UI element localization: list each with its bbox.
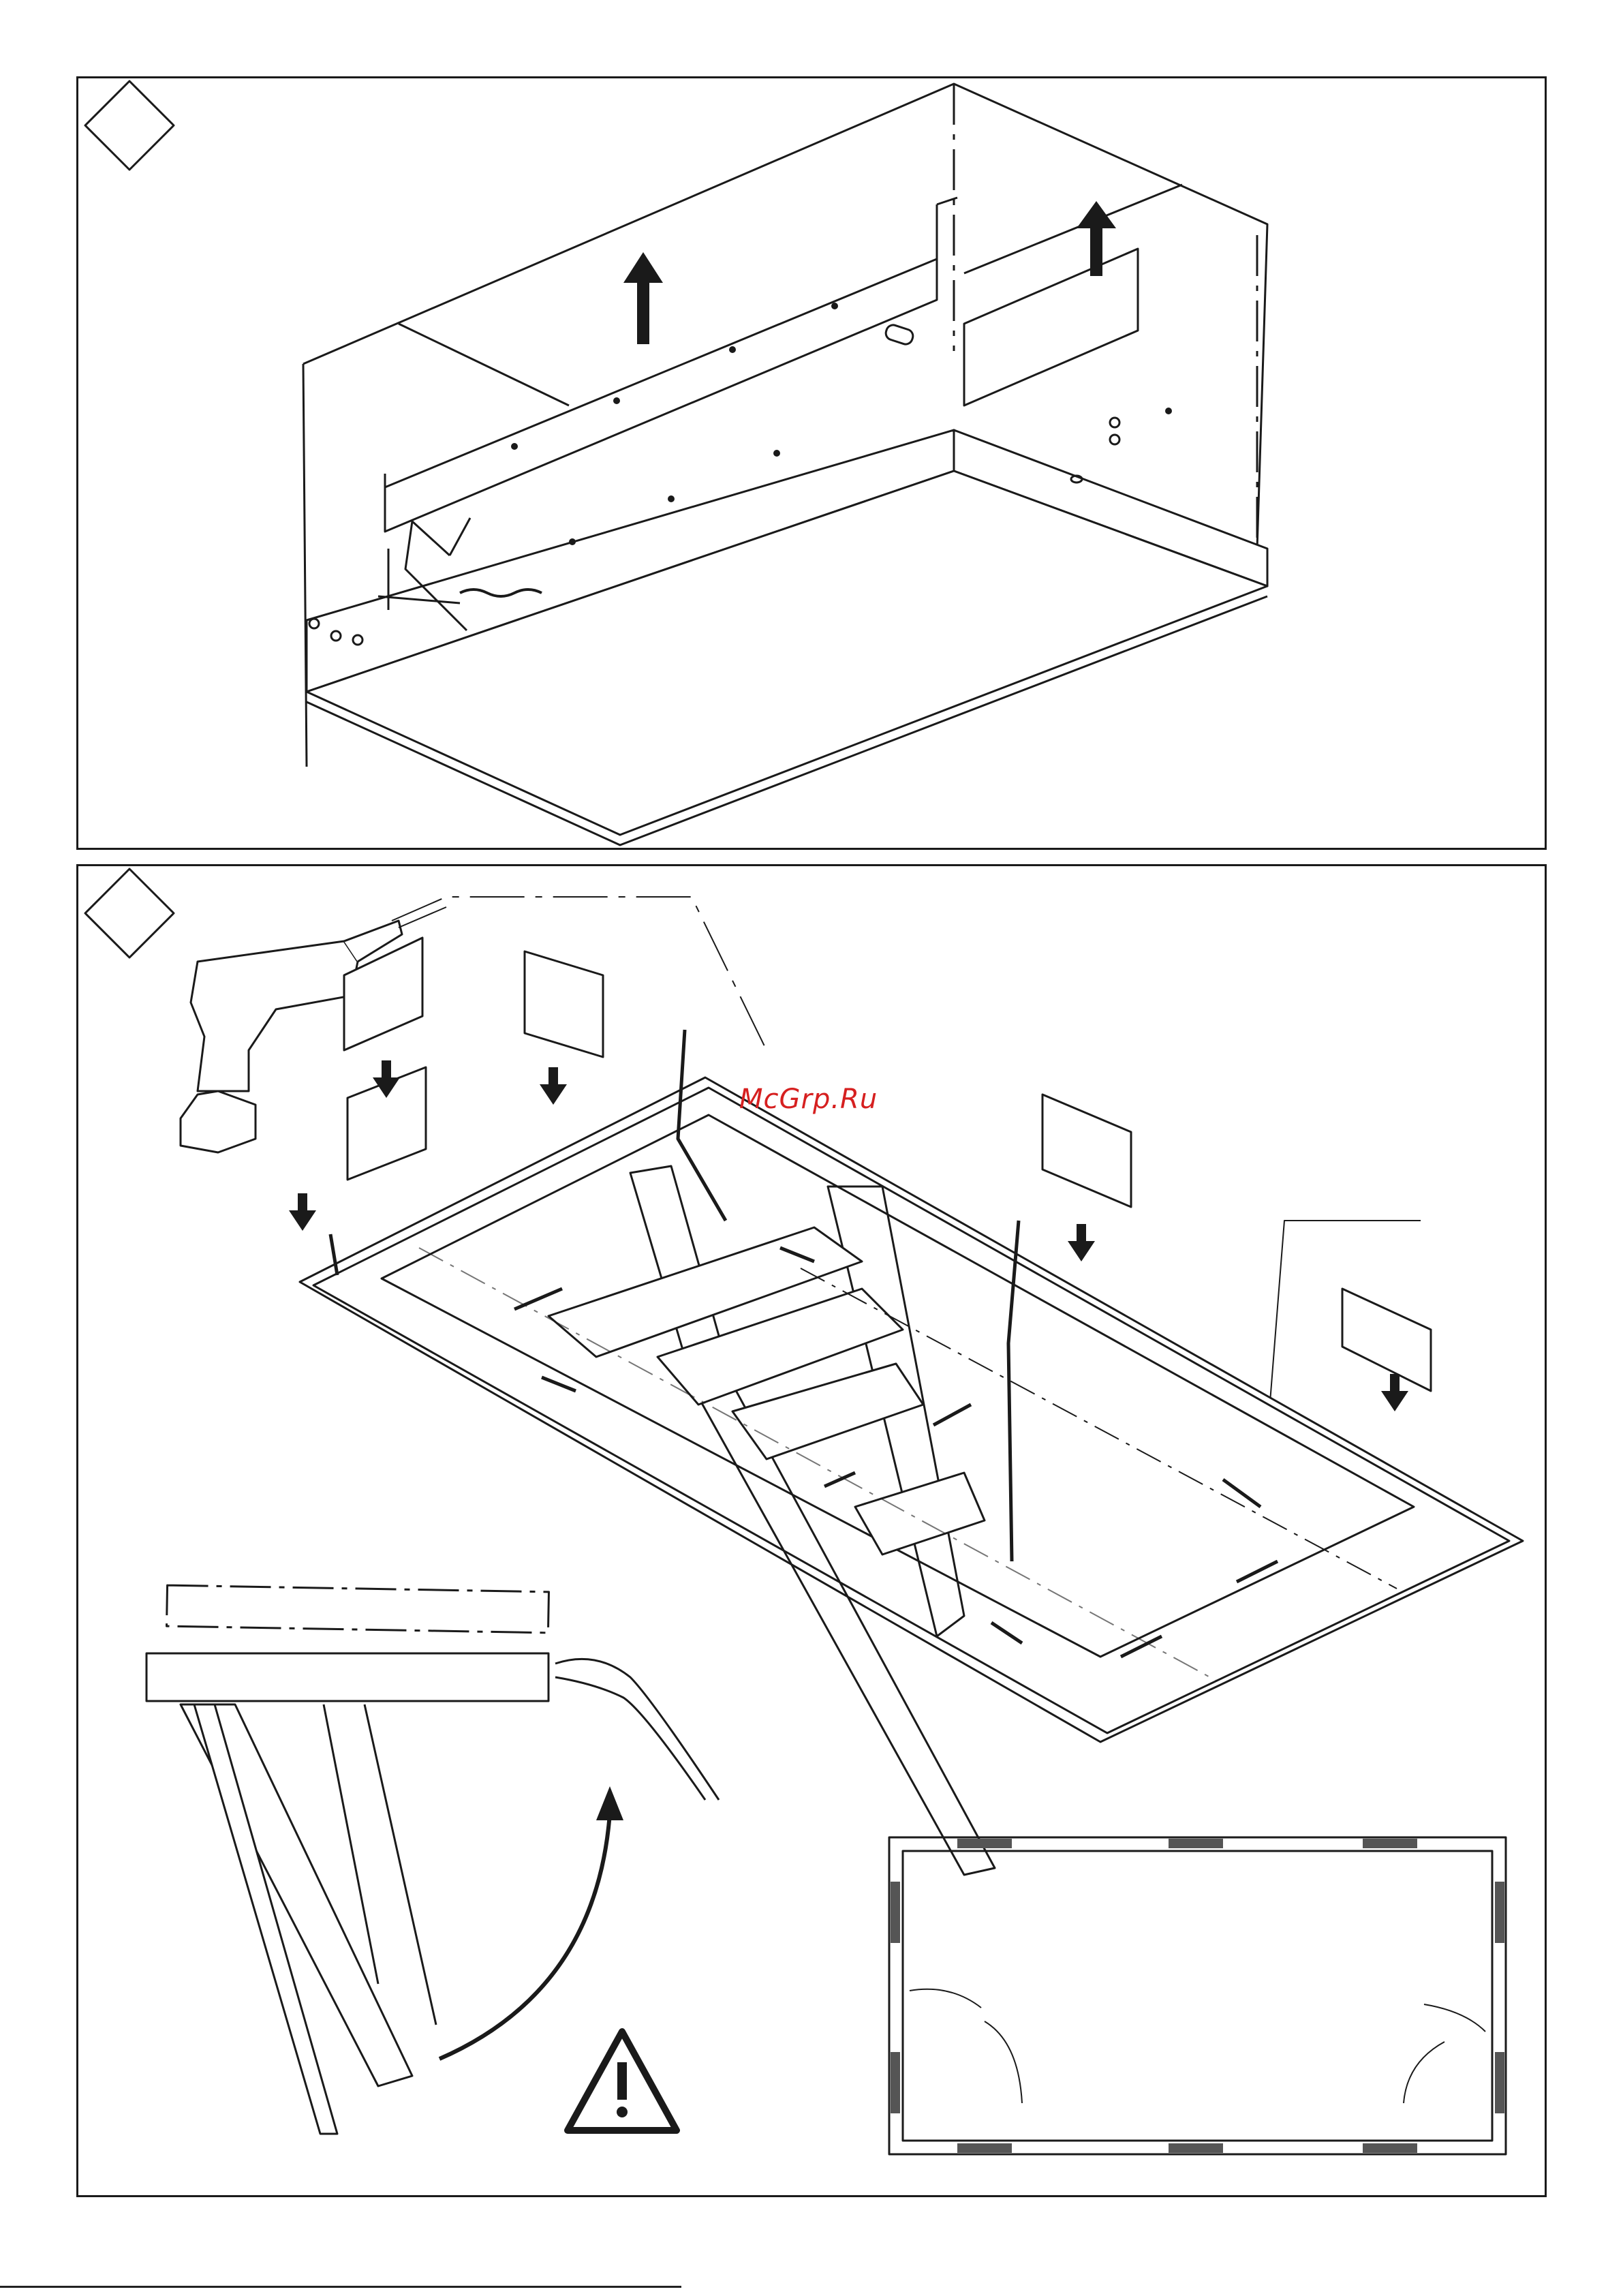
diamond-icon: [85, 81, 174, 170]
step-2-illustration: [78, 866, 1549, 2199]
arrow-up-icon: [596, 1786, 623, 1820]
watermark: McGrp.Ru: [739, 1084, 878, 1115]
frame-schematic: [889, 1837, 1506, 2154]
hatch-marks: [891, 1839, 1504, 2153]
warning-triangle-icon: [568, 2032, 677, 2130]
step-2-panel: [76, 864, 1547, 2197]
step-1-panel: [76, 76, 1547, 850]
footer-rule: [0, 2286, 681, 2288]
diamond-icon: [85, 869, 174, 958]
arrow-up-icon: [623, 252, 663, 344]
step-1-illustration: [78, 78, 1549, 852]
